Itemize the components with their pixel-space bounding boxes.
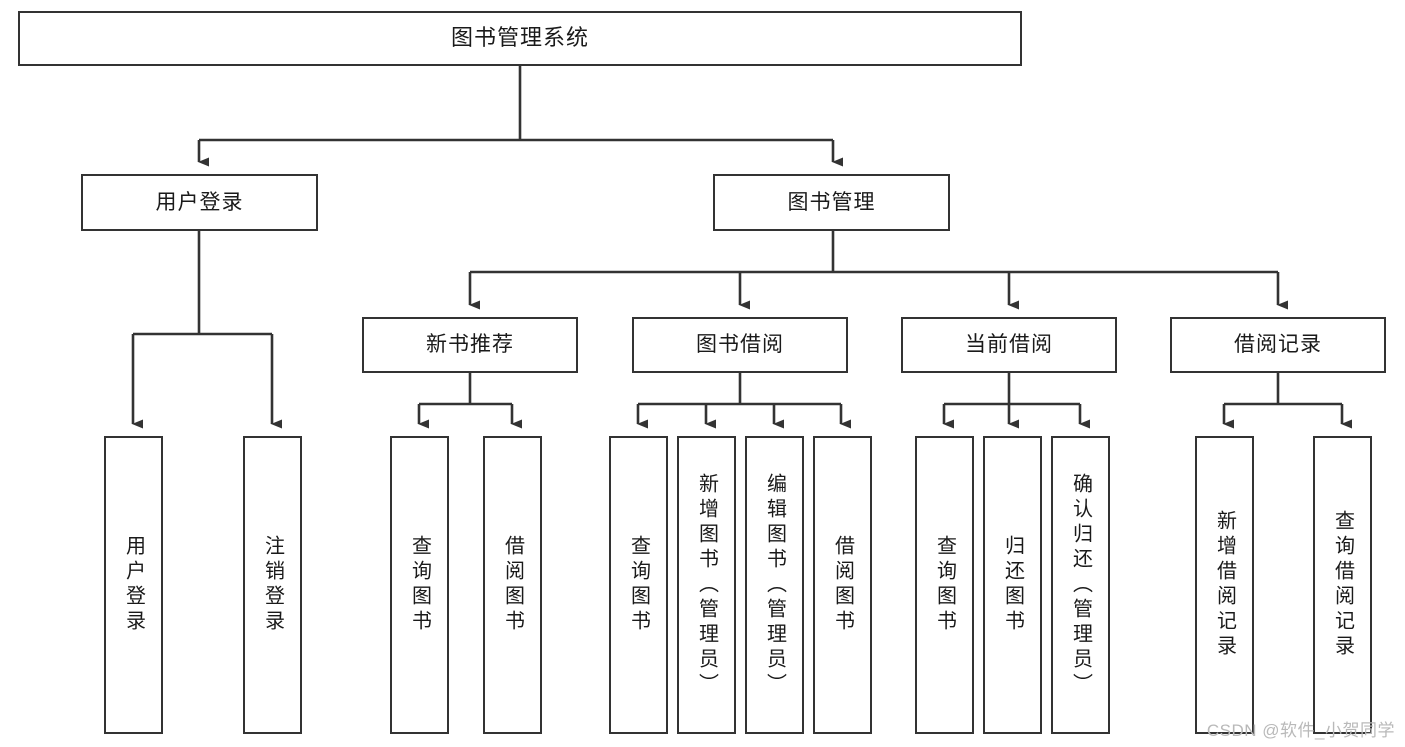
- node-new-book-recommend[interactable]: 新书推荐: [362, 317, 578, 373]
- node-user-login[interactable]: 用户登录: [81, 174, 318, 231]
- node-book-management-label: 图书管理: [787, 190, 876, 214]
- node-user-login-label: 用户登录: [155, 190, 244, 214]
- node-book-borrow[interactable]: 图书借阅: [632, 317, 848, 373]
- node-current-borrow-label: 当前借阅: [965, 333, 1053, 357]
- leaf-query-book-new[interactable]: 查询图书: [390, 436, 449, 734]
- watermark: CSDN @软件_小贺同学: [1206, 721, 1395, 740]
- leaf-logout[interactable]: 注销登录: [243, 436, 302, 734]
- node-new-book-recommend-label: 新书推荐: [426, 333, 514, 357]
- node-root-label: 图书管理系统: [450, 25, 589, 51]
- leaf-user-login-label: 用户登录: [122, 535, 145, 635]
- leaf-query-book-borrow[interactable]: 查询图书: [609, 436, 668, 734]
- leaf-query-book-current[interactable]: 查询图书: [915, 436, 974, 734]
- leaf-borrow-book[interactable]: 借阅图书: [813, 436, 872, 734]
- node-current-borrow[interactable]: 当前借阅: [901, 317, 1117, 373]
- leaf-add-borrow-record[interactable]: 新增借阅记录: [1195, 436, 1254, 734]
- node-book-borrow-label: 图书借阅: [696, 333, 784, 357]
- leaf-add-book-admin-label: 新增图书（管理员）: [695, 472, 718, 698]
- leaf-borrow-book-new-label: 借阅图书: [501, 535, 524, 635]
- leaf-return-book[interactable]: 归还图书: [983, 436, 1042, 734]
- leaf-edit-book-admin[interactable]: 编辑图书（管理员）: [745, 436, 804, 734]
- leaf-add-book-admin[interactable]: 新增图书（管理员）: [677, 436, 736, 734]
- leaf-edit-book-admin-label: 编辑图书（管理员）: [763, 472, 786, 698]
- node-borrow-record-label: 借阅记录: [1234, 333, 1322, 357]
- leaf-borrow-book-new[interactable]: 借阅图书: [483, 436, 542, 734]
- leaf-query-borrow-record[interactable]: 查询借阅记录: [1313, 436, 1372, 734]
- leaf-query-borrow-record-label: 查询借阅记录: [1331, 510, 1354, 660]
- node-borrow-record[interactable]: 借阅记录: [1170, 317, 1386, 373]
- leaf-borrow-book-label: 借阅图书: [831, 535, 854, 635]
- leaf-query-book-borrow-label: 查询图书: [627, 535, 650, 635]
- node-root[interactable]: 图书管理系统: [18, 11, 1022, 66]
- leaf-logout-label: 注销登录: [261, 535, 284, 635]
- leaf-confirm-return-admin[interactable]: 确认归还（管理员）: [1051, 436, 1110, 734]
- leaf-query-book-new-label: 查询图书: [408, 535, 431, 635]
- leaf-return-book-label: 归还图书: [1001, 535, 1024, 635]
- node-book-management[interactable]: 图书管理: [713, 174, 950, 231]
- leaf-query-book-current-label: 查询图书: [933, 535, 956, 635]
- leaf-add-borrow-record-label: 新增借阅记录: [1213, 510, 1236, 660]
- leaf-user-login[interactable]: 用户登录: [104, 436, 163, 734]
- leaf-confirm-return-admin-label: 确认归还（管理员）: [1069, 472, 1092, 698]
